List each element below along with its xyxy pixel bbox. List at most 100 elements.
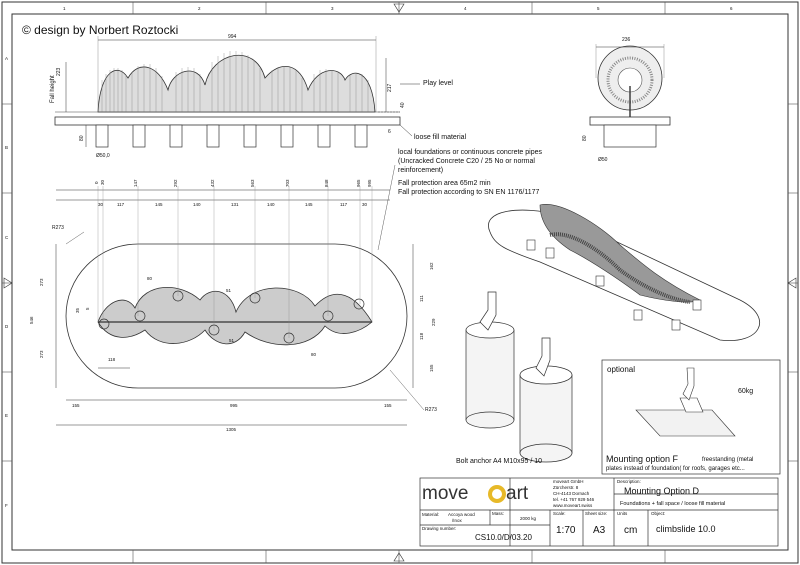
- plan-right-dim: 162: [429, 262, 434, 270]
- elevation-dim-40: 40: [400, 102, 406, 108]
- elevation-width-dim: 994: [228, 34, 237, 40]
- object-value: climbslide 10.0: [656, 524, 716, 534]
- note-fall-standard: Fall protection according to SN EN 1176/…: [398, 189, 540, 196]
- side-view-dim-80: 80: [582, 135, 588, 141]
- moveart-logo-mark: [488, 485, 506, 503]
- plan-top-dim: 0: [94, 181, 99, 184]
- description-value-2: Foundations + fall space / loose fill ma…: [620, 501, 726, 507]
- plan-spacing-dim: 140: [267, 202, 275, 207]
- description-value: Mounting Option D: [624, 486, 700, 496]
- grid-col-6: 6: [730, 6, 733, 11]
- optional-panel: [601, 359, 781, 475]
- plan-radius-br-label: R273: [425, 407, 437, 413]
- mass-label: Mass:: [492, 511, 505, 516]
- grid-col-3: 3: [331, 6, 334, 11]
- mass-value: 2000 kg: [520, 516, 537, 521]
- plan-dim-51a: 51: [226, 288, 232, 293]
- plan-top-dim: 432: [210, 179, 215, 187]
- plan-top-dim: 563: [250, 179, 255, 187]
- grid-col-5: 5: [597, 6, 600, 11]
- plan-spacing-dim: 131: [231, 202, 239, 207]
- optional-title: optional: [607, 365, 636, 374]
- units-label: Units: [617, 511, 628, 516]
- plan-top-dim: 995: [367, 179, 372, 187]
- company-line: Zürcherstr. 8: [553, 485, 579, 490]
- material-value-2: /Inox: [452, 518, 462, 523]
- material-value: Accoya wood: [448, 512, 475, 517]
- fall-height-label: Fall height: [50, 75, 56, 103]
- drawing-number-label: Drawing number:: [422, 526, 457, 531]
- note-reinforcement: reinforcement): [398, 167, 444, 174]
- plan-spacing-dim: 117: [340, 202, 348, 207]
- bolt-anchor-label: Bolt anchor A4 M10x95 / 10: [456, 458, 542, 465]
- note-foundations: local foundations or continuous concrete…: [398, 149, 542, 156]
- elevation-dim-6: 6: [388, 129, 391, 135]
- grid-row-c: C: [5, 235, 9, 240]
- scale-label: Scale:: [553, 511, 566, 516]
- plan-dim-80a: 80: [147, 276, 153, 281]
- plan-bottom-dim: 995: [230, 403, 238, 408]
- plan-top-dim: 147: [133, 179, 138, 187]
- plan-spacing-dim: 145: [155, 202, 163, 207]
- inner-frame: [11, 13, 789, 551]
- grid-col-4: 4: [464, 6, 467, 11]
- company-line: www.moveart.swiss: [553, 503, 593, 508]
- brand-move: move: [422, 483, 469, 504]
- plan-dim-51b: 51: [229, 338, 235, 343]
- grid-row-a: A: [5, 56, 9, 61]
- loose-fill-label: loose fill material: [414, 134, 467, 141]
- plan-left-dim: 546: [29, 316, 34, 324]
- plan-left-dim: 273: [39, 278, 44, 286]
- grid-row-f: F: [5, 503, 8, 508]
- plan-spacing-dim: 30: [98, 202, 104, 207]
- copyright-text: © design by Norbert Roztocki: [22, 23, 179, 37]
- center-marker-bottom: [393, 552, 405, 562]
- elevation-height-left-dim: 223: [56, 67, 62, 76]
- plan-spacing-dim: 117: [117, 202, 125, 207]
- plan-right-dim: 118: [419, 332, 424, 340]
- side-view-width-dim: 236: [622, 37, 631, 43]
- plan-spacing-dim: 140: [193, 202, 201, 207]
- grid-col-2: 2: [198, 6, 201, 11]
- plan-radius-label: R273: [52, 225, 64, 231]
- plan-total-dim: 1305: [226, 427, 237, 432]
- plan-left-dim: 273: [39, 350, 44, 358]
- plan-view: [55, 164, 425, 426]
- plan-spacing-dim: 30: [362, 202, 368, 207]
- object-label: Object:: [651, 511, 666, 516]
- units-value: cm: [624, 525, 638, 536]
- optional-weight: 60kg: [738, 388, 754, 395]
- title-block-frame: [419, 477, 779, 547]
- plan-bottom-dim: 155: [384, 403, 392, 408]
- company-line: tel. +41 767 929 546: [553, 497, 595, 502]
- mounting-option-f-sub: freestanding (metal: [702, 457, 754, 463]
- center-marker-right: [787, 277, 797, 289]
- side-view: [589, 44, 671, 148]
- isometric-view: [488, 204, 760, 342]
- plan-top-dim: 965: [356, 179, 361, 187]
- elevation-view: [54, 36, 420, 148]
- plan-top-dim: 848: [324, 179, 329, 187]
- plan-top-dim: 292: [173, 179, 178, 187]
- play-level-label: Play level: [423, 80, 453, 87]
- brand-art: art: [506, 483, 529, 504]
- plan-dim-80b: 80: [311, 352, 317, 357]
- center-marker-left: [3, 277, 13, 289]
- grid-row-d: D: [5, 324, 9, 329]
- company-line: moveart GmbH: [553, 479, 584, 484]
- elevation-height-right-dim: 217: [387, 83, 393, 92]
- bolt-anchor-view: [465, 291, 573, 463]
- plan-right-dim: 111: [419, 295, 424, 302]
- grid-row-b: B: [5, 145, 9, 150]
- sheet-size-value: A3: [593, 525, 606, 536]
- note-fall-area: Fall protection area 65m2 min: [398, 180, 491, 187]
- freestanding-plate-view: [635, 367, 736, 437]
- plan-top-dim: 30: [100, 179, 105, 185]
- sheet-size-label: Sheet size:: [585, 511, 608, 516]
- description-label: Description:: [617, 479, 641, 484]
- elevation-pole-diameter: Ø50,0: [96, 153, 110, 159]
- mounting-option-f-sub2: plates instead of foundation( for roofs,…: [606, 466, 745, 472]
- material-label: Material:: [422, 512, 440, 517]
